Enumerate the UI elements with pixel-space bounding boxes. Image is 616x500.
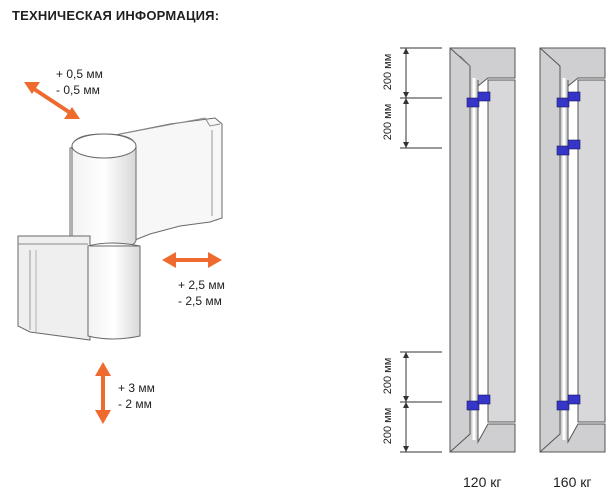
dimension-label-top-2: 200 мм xyxy=(382,103,394,141)
hinge-lower-leaf xyxy=(17,235,91,341)
hinge-marker xyxy=(466,400,480,411)
hinge-marker xyxy=(556,145,570,156)
hinge-marker xyxy=(567,394,581,405)
height-plus: + 3 мм xyxy=(118,381,155,395)
door-diagram-120 xyxy=(449,47,516,453)
depth-minus: - 0,5 мм xyxy=(56,83,100,97)
lateral-minus: - 2,5 мм xyxy=(178,294,222,308)
lateral-adjustment-arrow xyxy=(162,252,222,268)
lateral-plus: + 2,5 мм xyxy=(178,278,225,292)
weight-label-120: 120 кг xyxy=(463,474,502,490)
depth-plus: + 0,5 мм xyxy=(56,67,103,81)
dimension-label-bottom-2: 200 мм xyxy=(382,407,394,445)
hinge-marker xyxy=(556,97,570,108)
hinge-marker xyxy=(477,91,491,102)
hinge-marker xyxy=(556,400,570,411)
hinge-marker xyxy=(477,394,491,405)
hinge-marker xyxy=(567,91,581,102)
height-adjustment-arrow xyxy=(95,362,111,424)
door-diagram-160 xyxy=(539,47,606,453)
depth-adjustment-arrow xyxy=(24,82,80,119)
depth-adjustment-label: + 0,5 мм - 0,5 мм xyxy=(56,66,103,98)
lateral-adjustment-label: + 2,5 мм - 2,5 мм xyxy=(178,277,225,309)
dimension-lines xyxy=(400,47,442,453)
weight-label-160: 160 кг xyxy=(553,474,592,490)
height-adjustment-label: + 3 мм - 2 мм xyxy=(118,380,155,412)
hinge-marker xyxy=(567,139,581,150)
height-minus: - 2 мм xyxy=(118,397,152,411)
page-title: ТЕХНИЧЕСКАЯ ИНФОРМАЦИЯ: xyxy=(12,8,220,23)
hinge-lower-barrel xyxy=(87,242,141,340)
hinge-marker xyxy=(466,97,480,108)
